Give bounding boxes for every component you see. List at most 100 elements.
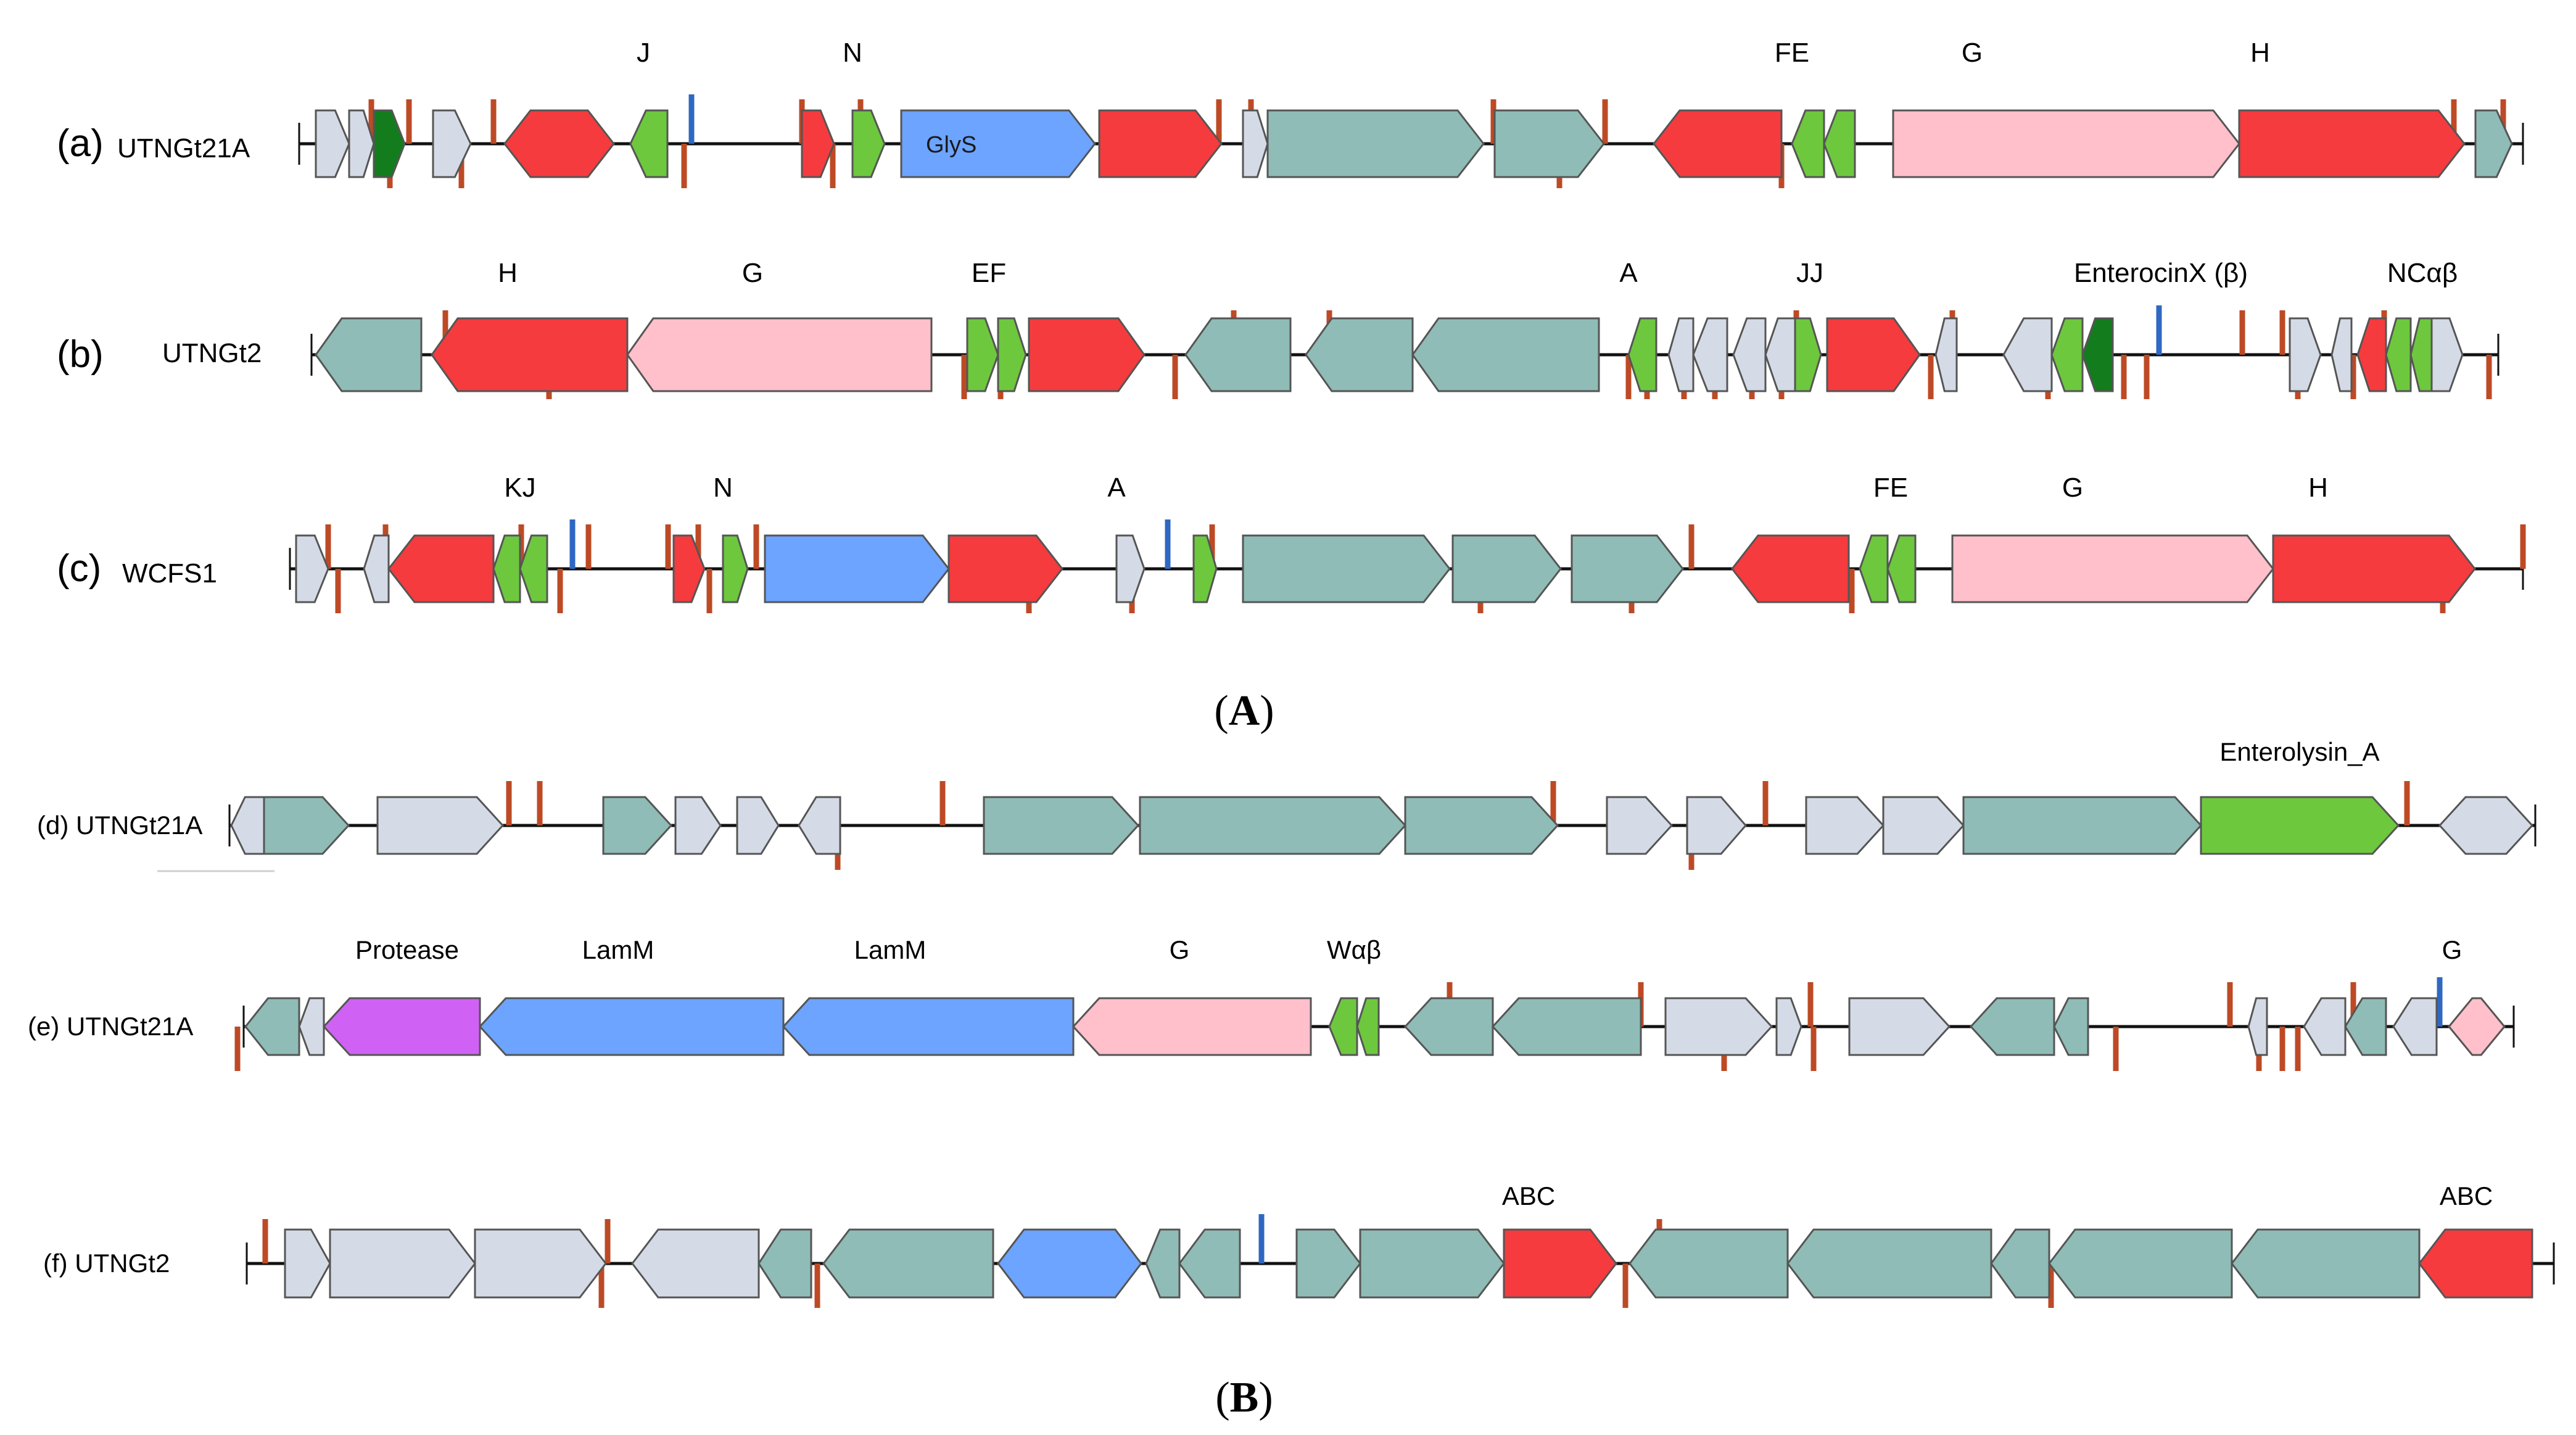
- gene-arrow-teal[interactable]: [1451, 534, 1562, 603]
- gene-arrow-blue[interactable]: [478, 997, 785, 1056]
- gene-arrow-gray[interactable]: [1242, 109, 1269, 178]
- gene-arrow-green[interactable]: [1794, 317, 1822, 392]
- gene-arrow-green[interactable]: [1192, 534, 1218, 603]
- gene-arrow-gray[interactable]: [1686, 796, 1747, 855]
- gene-arrow-gray[interactable]: [1732, 317, 1767, 392]
- gene-arrow-teal[interactable]: [1404, 796, 1559, 855]
- gene-arrow-green[interactable]: [966, 317, 999, 392]
- gene-arrow-blue[interactable]: [782, 997, 1075, 1056]
- gene-arrow-red[interactable]: [387, 534, 495, 603]
- gene-arrow-teal[interactable]: [1491, 997, 1642, 1056]
- gene-arrow-gray[interactable]: [798, 796, 841, 855]
- gene-arrow-gray[interactable]: [2289, 317, 2322, 392]
- gene-arrow-teal[interactable]: [1629, 1228, 1789, 1299]
- gene-arrow-green[interactable]: [851, 109, 886, 178]
- gene-arrow-teal[interactable]: [1990, 1228, 2050, 1299]
- gene-arrow-blue[interactable]: [764, 534, 950, 603]
- gene-arrow-green[interactable]: [997, 317, 1027, 392]
- gene-arrow-red[interactable]: [1826, 317, 1921, 392]
- gene-arrow-red[interactable]: [1028, 317, 1146, 392]
- gene-arrow-green[interactable]: [2385, 317, 2412, 392]
- gene-arrow-teal[interactable]: [1403, 997, 1494, 1056]
- gene-arrow-purple[interactable]: [322, 997, 481, 1056]
- gene-arrow-gray[interactable]: [474, 1228, 607, 1299]
- gene-arrow-gray[interactable]: [1934, 317, 1958, 392]
- gene-arrow-green[interactable]: [1859, 534, 1889, 603]
- gene-arrow-teal[interactable]: [1178, 1228, 1241, 1299]
- gene-arrow-green[interactable]: [1627, 317, 1657, 392]
- gene-arrow-teal[interactable]: [1295, 1228, 1361, 1299]
- gene-arrow-teal[interactable]: [1305, 317, 1414, 392]
- gene-arrow-pink[interactable]: [2448, 997, 2506, 1056]
- gene-arrow-gray[interactable]: [1805, 796, 1885, 855]
- gene-arrow-teal[interactable]: [2474, 109, 2513, 178]
- gene-arrow-teal[interactable]: [315, 317, 423, 392]
- gene-arrow-gray[interactable]: [1882, 796, 1965, 855]
- gene-arrow-teal[interactable]: [1266, 109, 1485, 178]
- gene-arrow-teal[interactable]: [2344, 997, 2387, 1056]
- gene-arrow-red[interactable]: [2238, 109, 2466, 178]
- gene-arrow-green[interactable]: [519, 534, 548, 603]
- gene-arrow-pink[interactable]: [1892, 109, 2240, 178]
- gene-arrow-gray[interactable]: [1692, 317, 1728, 392]
- gene-arrow-darkgreen[interactable]: [373, 109, 406, 178]
- gene-arrow-teal[interactable]: [1493, 109, 1605, 178]
- gene-arrow-teal[interactable]: [1571, 534, 1684, 603]
- gene-arrow-gray[interactable]: [2303, 997, 2347, 1056]
- gene-arrow-gray[interactable]: [2438, 796, 2534, 855]
- gene-arrow-red[interactable]: [1731, 534, 1850, 603]
- gene-arrow-gray[interactable]: [674, 796, 722, 855]
- gene-arrow-teal[interactable]: [1184, 317, 1292, 392]
- gene-arrow-red[interactable]: [2418, 1228, 2533, 1299]
- gene-arrow-teal[interactable]: [1139, 796, 1407, 855]
- gene-arrow-teal[interactable]: [2048, 1228, 2233, 1299]
- gene-arrow-teal[interactable]: [2053, 997, 2089, 1056]
- gene-arrow-gray[interactable]: [1115, 534, 1146, 603]
- gene-arrow-teal[interactable]: [244, 997, 300, 1056]
- gene-arrow-teal[interactable]: [1242, 534, 1451, 603]
- gene-arrow-gray[interactable]: [2392, 997, 2438, 1056]
- gene-arrow-teal[interactable]: [1411, 317, 1600, 392]
- gene-arrow-red[interactable]: [1653, 109, 1783, 178]
- gene-arrow-green[interactable]: [2409, 317, 2433, 392]
- gene-arrow-darkgreen[interactable]: [2081, 317, 2114, 392]
- gene-arrow-red[interactable]: [1503, 1228, 1617, 1299]
- gene-arrow-gray[interactable]: [1664, 997, 1773, 1056]
- gene-arrow-gray[interactable]: [631, 1228, 760, 1299]
- gene-arrow-blue[interactable]: [997, 1228, 1142, 1299]
- gene-arrow-pink[interactable]: [1071, 997, 1312, 1056]
- gene-arrow-green[interactable]: [722, 534, 749, 603]
- gene-arrow-green[interactable]: [492, 534, 521, 603]
- gene-arrow-red[interactable]: [503, 109, 615, 178]
- gene-arrow-green[interactable]: [1328, 997, 1358, 1056]
- gene-arrow-teal[interactable]: [1145, 1228, 1181, 1299]
- gene-arrow-gray[interactable]: [298, 997, 325, 1056]
- gene-arrow-gray[interactable]: [284, 1228, 331, 1299]
- gene-arrow-teal[interactable]: [1969, 997, 2055, 1056]
- gene-arrow-teal[interactable]: [983, 796, 1140, 855]
- gene-arrow-gray[interactable]: [432, 109, 472, 178]
- gene-arrow-gray[interactable]: [1667, 317, 1695, 392]
- gene-arrow-gray[interactable]: [1848, 997, 1951, 1056]
- gene-arrow-pink[interactable]: [626, 317, 933, 392]
- gene-arrow-gray[interactable]: [348, 109, 375, 178]
- gene-arrow-gray[interactable]: [376, 796, 505, 855]
- gene-arrow-green[interactable]: [2050, 317, 2084, 392]
- gene-arrow-gray[interactable]: [2247, 997, 2268, 1056]
- gene-arrow-gray[interactable]: [1606, 796, 1674, 855]
- gene-arrow-green[interactable]: [1823, 109, 1856, 178]
- gene-arrow-red[interactable]: [431, 317, 629, 392]
- gene-arrow-teal[interactable]: [1786, 1228, 1992, 1299]
- gene-arrow-green[interactable]: [1886, 534, 1917, 603]
- gene-arrow-green[interactable]: [1791, 109, 1825, 178]
- gene-arrow-gray[interactable]: [363, 534, 390, 603]
- gene-arrow-teal[interactable]: [263, 796, 350, 855]
- gene-arrow-blue[interactable]: [900, 109, 1096, 178]
- gene-arrow-red[interactable]: [2356, 317, 2387, 392]
- gene-arrow-green[interactable]: [1356, 997, 1380, 1056]
- gene-arrow-gray[interactable]: [2330, 317, 2353, 392]
- gene-arrow-gray[interactable]: [2430, 317, 2464, 392]
- gene-arrow-gray[interactable]: [295, 534, 329, 603]
- gene-arrow-teal[interactable]: [822, 1228, 994, 1299]
- gene-arrow-red[interactable]: [1098, 109, 1223, 178]
